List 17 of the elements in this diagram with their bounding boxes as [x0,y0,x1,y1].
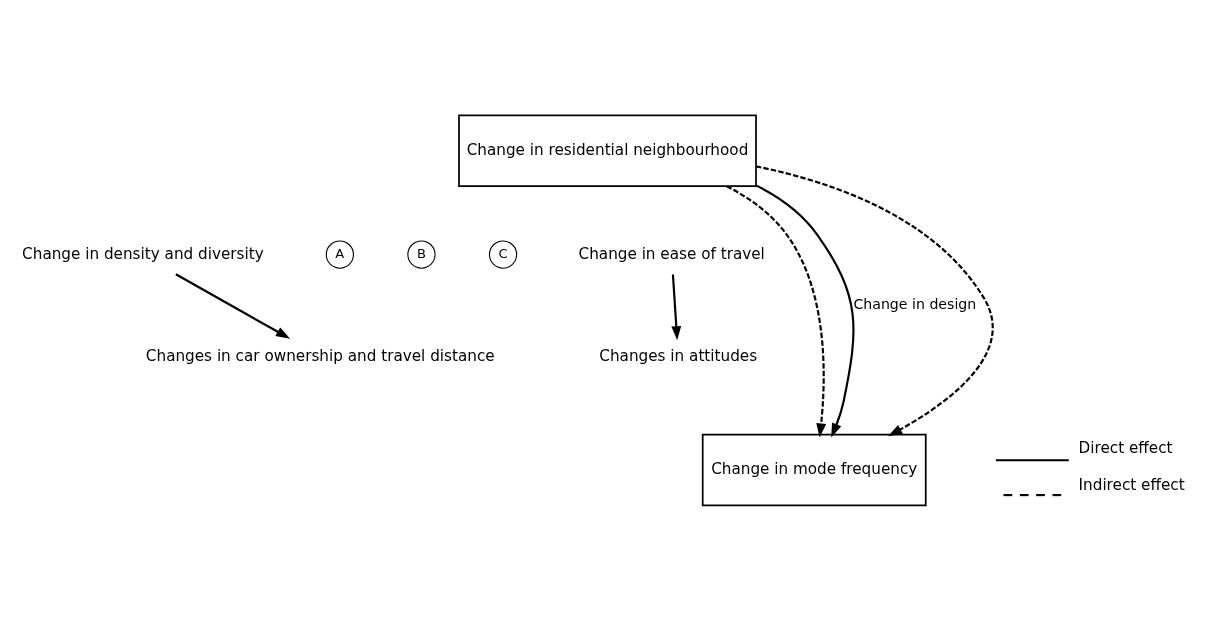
node-circle: B [407,240,436,269]
arrow [671,274,682,341]
node-circle: A [325,240,354,269]
node-box: Change in residential neighbourhood [458,114,757,187]
arrow [175,273,291,339]
node-text: Changes in attitudes [599,346,758,365]
arrow [755,165,994,437]
arrow [756,184,855,438]
node-text: Change in density and diversity [22,244,264,263]
node-text: Changes in car ownership and travel distance [145,346,495,365]
node-circle: C [488,240,518,269]
node-text: Change in ease of travel [578,244,765,263]
legend-label: Indirect effect [1078,475,1185,494]
legend-label: Direct effect [1078,438,1173,457]
arrow [726,185,827,438]
node-box: Change in mode frequency [701,433,927,507]
edge-label: Change in design [853,296,977,313]
